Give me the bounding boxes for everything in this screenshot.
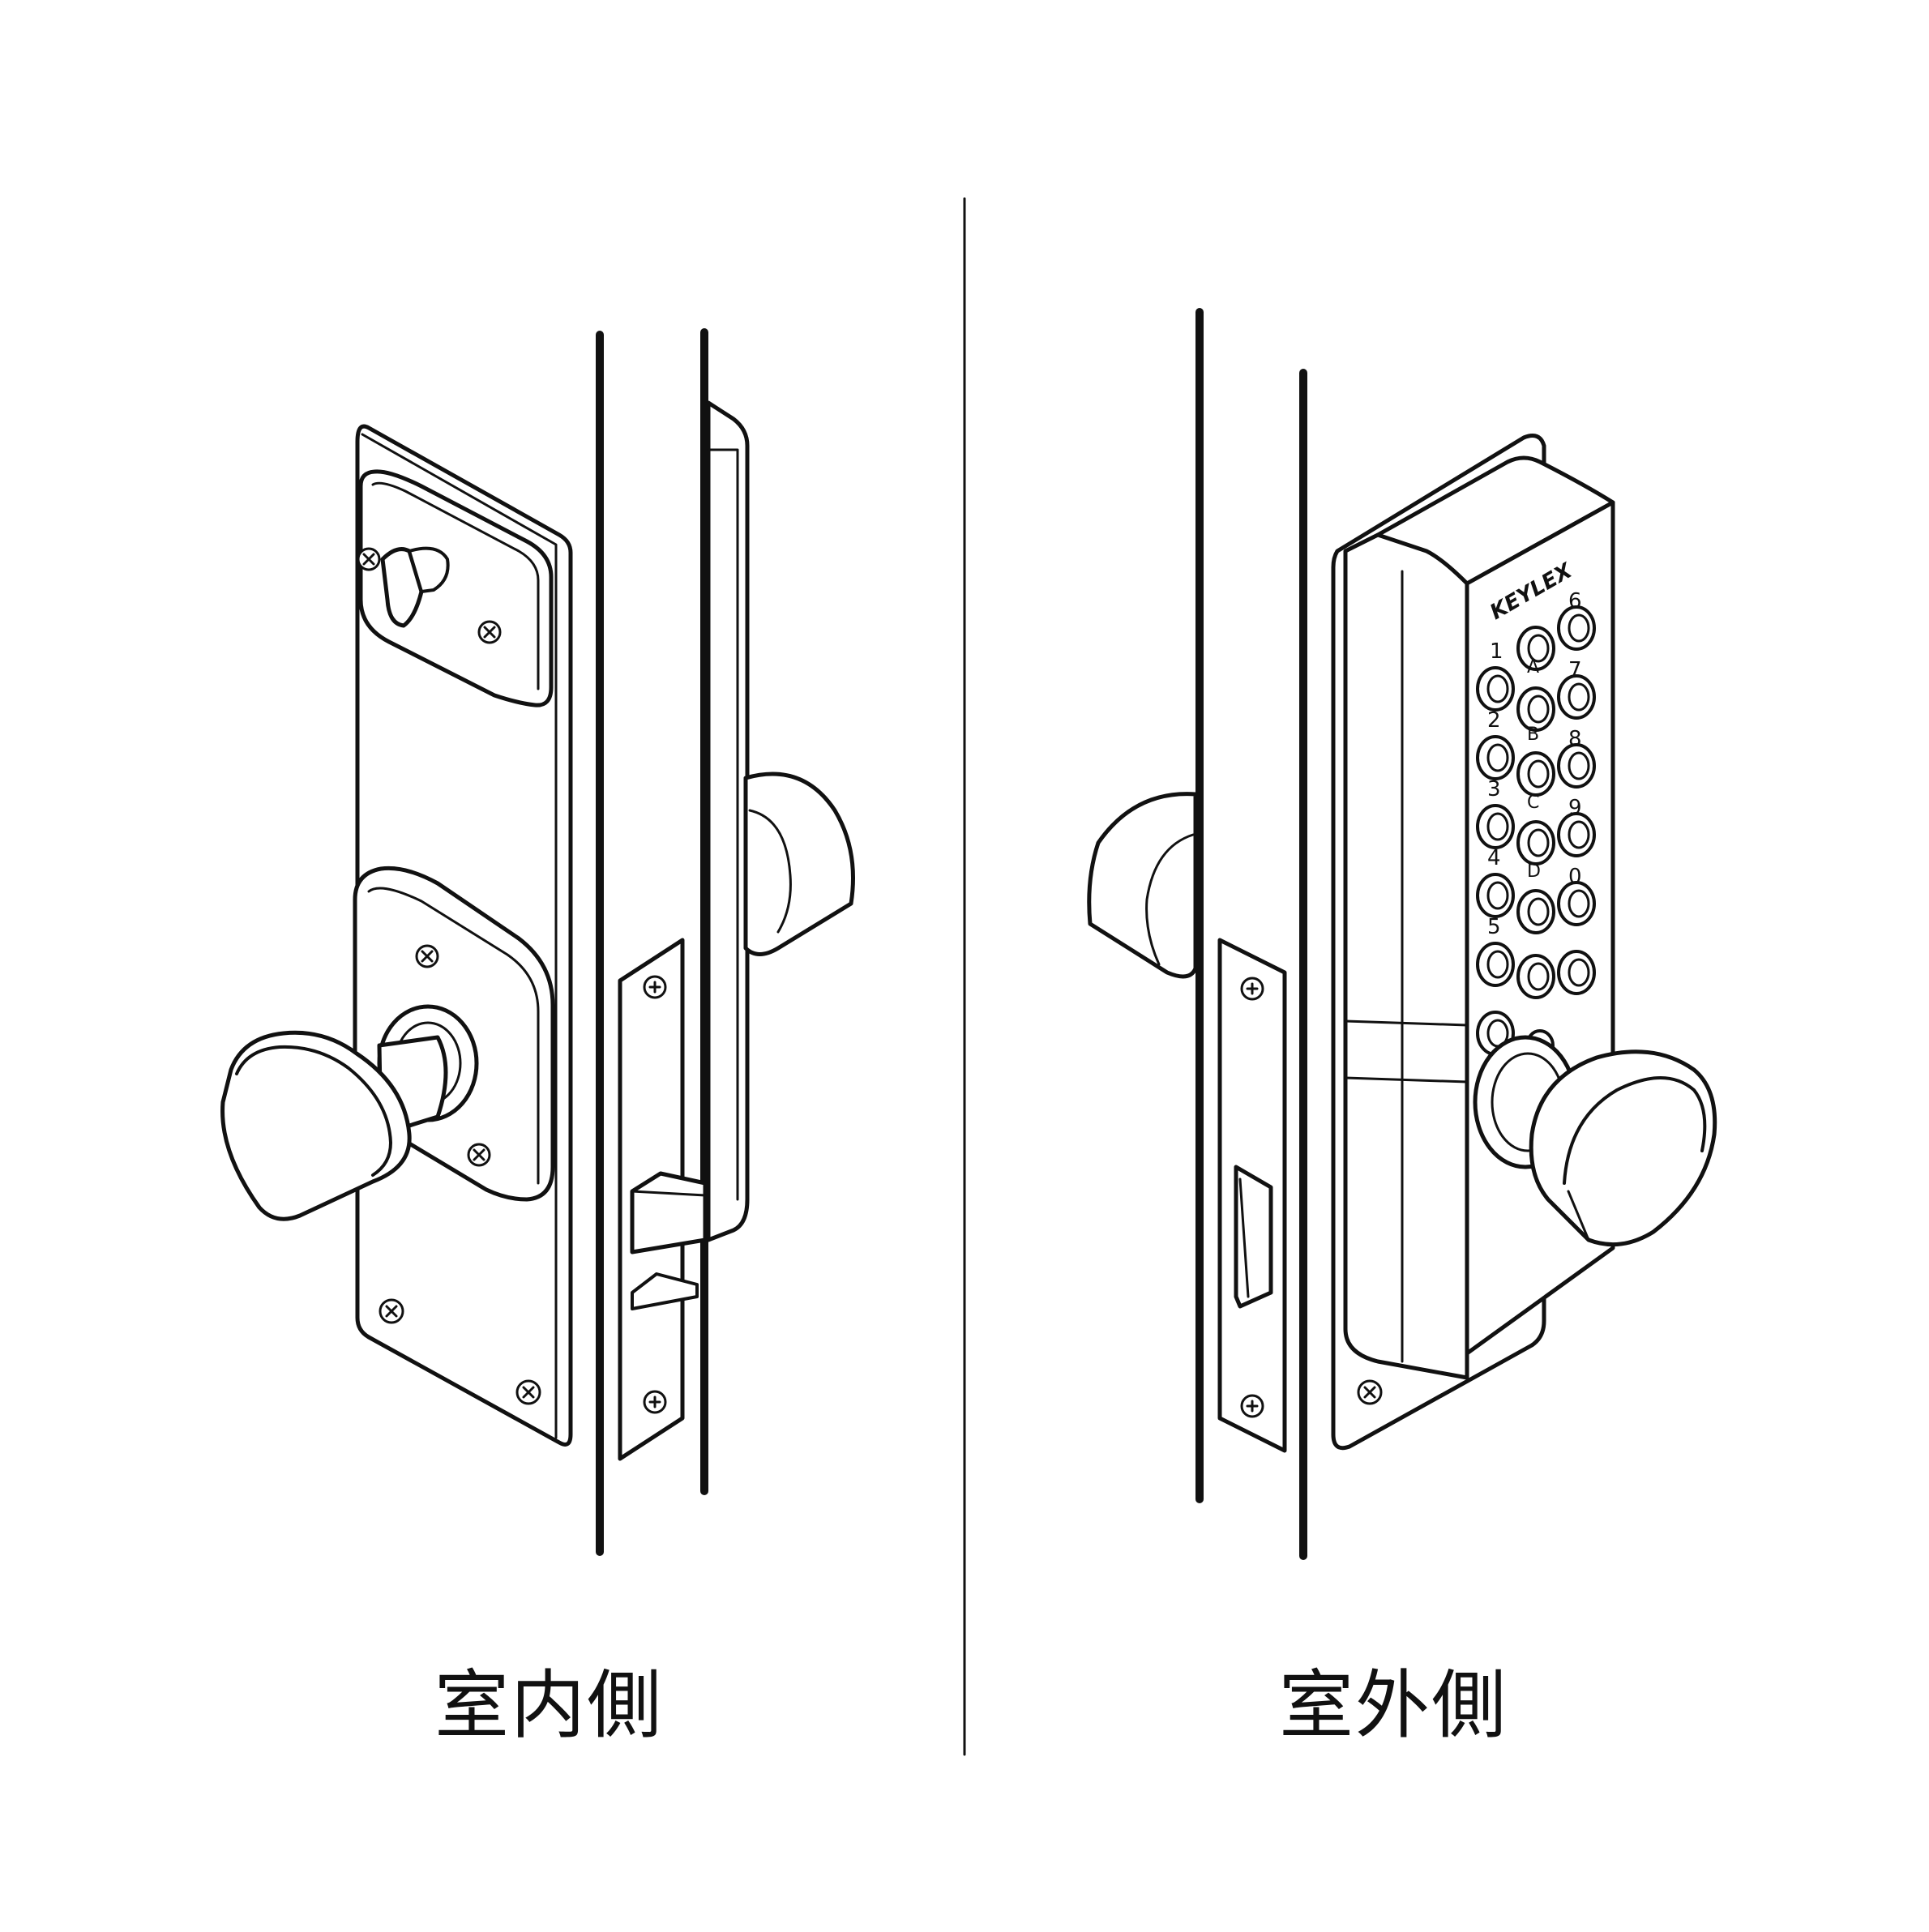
keypad-digit-label: 1 [1490, 639, 1503, 664]
keypad-letter-label: D [1527, 861, 1541, 882]
keypad-housing-side [1343, 528, 1469, 1380]
screw-icon [379, 1298, 404, 1324]
lock-body-edge-inner [707, 448, 739, 1201]
latch-bolt [630, 1171, 708, 1255]
keypad-button[interactable] [1476, 666, 1515, 712]
screw-icon [515, 1379, 541, 1405]
indoor-knob-assembly [220, 866, 555, 1221]
indoor-knob-edge [743, 772, 855, 956]
screw-icon [643, 1390, 667, 1414]
screw-icon [643, 975, 667, 999]
keypad-button[interactable] [1516, 820, 1555, 866]
keypad-digit-label: 5 [1487, 915, 1501, 939]
keypad-button[interactable] [1557, 950, 1596, 995]
keypad-button[interactable] [1476, 942, 1515, 987]
outdoor-view: KEYLEX 1 2 3 4 [1087, 308, 1717, 1560]
keypad-digit-label: 6 [1568, 589, 1582, 613]
keypad-button[interactable] [1516, 954, 1555, 999]
keypad-digit-label: 3 [1487, 777, 1501, 801]
keypad-button[interactable] [1557, 743, 1596, 789]
screw-icon [357, 547, 381, 571]
outdoor-knob-assembly [1473, 1035, 1717, 1247]
keypad-button[interactable] [1557, 881, 1596, 926]
thumb-turn[interactable] [380, 547, 424, 628]
keypad-housing-top [1375, 455, 1615, 586]
thumb-turn-rose-bevel [371, 481, 540, 690]
keypad-letter-label: B [1527, 724, 1539, 745]
screw-icon [467, 1143, 491, 1167]
keypad-digit-label: 0 [1568, 865, 1582, 889]
keypad-digit-label: 8 [1568, 727, 1582, 751]
lock-body-edge [706, 400, 750, 1242]
strike-opening [1234, 1165, 1273, 1309]
indoor-knob-face [235, 1045, 392, 1177]
indoor-side-caption: 室内側 [434, 1662, 664, 1749]
thumb-turn-assembly [357, 469, 554, 707]
outdoor-knob-edge [1087, 792, 1198, 979]
keypad-button[interactable] [1476, 804, 1515, 849]
indoor-backplate-edge [361, 433, 558, 1439]
thumb-turn-rose [358, 469, 554, 707]
keypad-button[interactable] [1516, 751, 1555, 797]
keypad-button[interactable] [1557, 605, 1596, 651]
outdoor-side-caption: 室外側 [1279, 1662, 1508, 1749]
keypad-button[interactable] [1557, 674, 1596, 720]
keypad-digit-label: 2 [1487, 708, 1501, 733]
keypad-button[interactable] [1557, 812, 1596, 857]
knob-rose-bevel [367, 887, 540, 1185]
keypad-button[interactable] [1476, 735, 1515, 780]
keypad-button[interactable] [1516, 686, 1555, 732]
screw-icon [415, 944, 439, 968]
keypad-digit-label: 9 [1568, 796, 1582, 820]
keypad-button[interactable] [1516, 889, 1555, 934]
screw-icon [477, 620, 502, 644]
thumb-turn-base [408, 546, 450, 593]
keypad-button[interactable] [1476, 873, 1515, 918]
screw-icon [1357, 1379, 1383, 1405]
keypad-letter-label: A [1527, 657, 1539, 677]
keypad-digit-label: 4 [1487, 846, 1501, 870]
keypad-digit-label: 7 [1568, 658, 1582, 682]
indoor-view [220, 328, 855, 1556]
keypad-letter-label: C [1527, 793, 1539, 813]
keypad-button[interactable] [1516, 626, 1555, 671]
deadbolt [631, 1272, 699, 1310]
screw-icon [1240, 977, 1264, 1001]
screw-icon [1240, 1394, 1264, 1418]
